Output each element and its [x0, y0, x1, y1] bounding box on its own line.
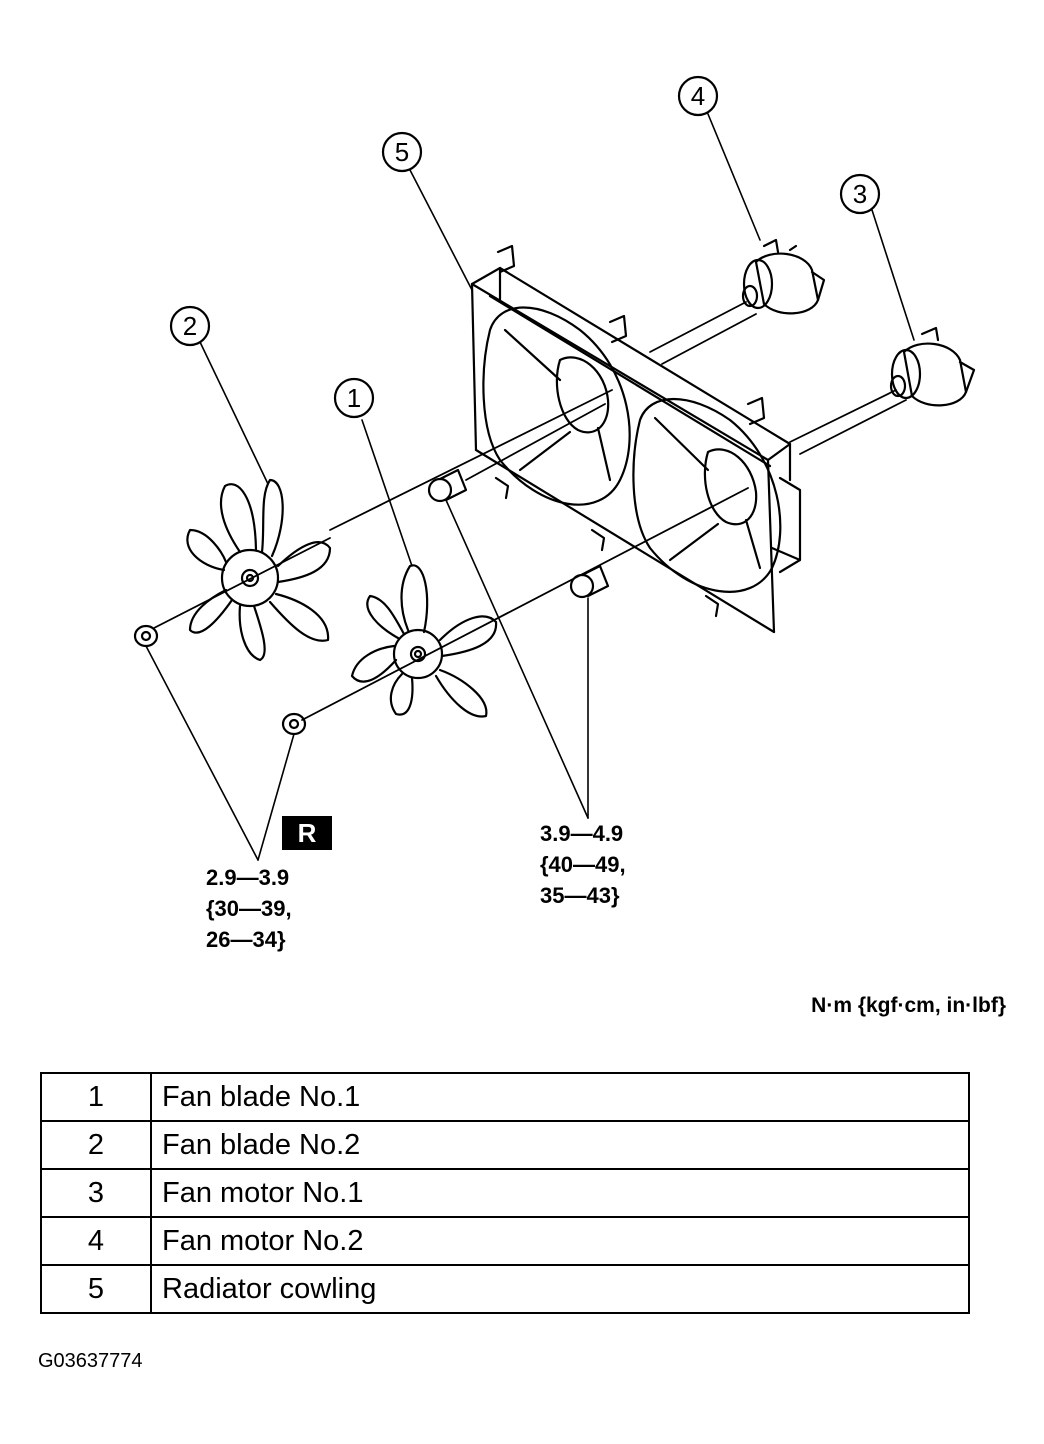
torque-units: N·m {kgf·cm, in·lbf}: [811, 994, 1006, 1017]
torque-bolt-inlbf: 35—43}: [540, 883, 620, 908]
fan-motor-no1: [889, 326, 976, 407]
torque-bolt-kgfcm: {40—49,: [540, 852, 626, 877]
table-row: 5 Radiator cowling: [40, 1264, 970, 1314]
part-name: Fan blade No.1: [150, 1072, 970, 1122]
callout-2-number: 2: [183, 311, 197, 341]
parts-table: 1 Fan blade No.1 2 Fan blade No.2 3 Fan …: [40, 1072, 970, 1314]
part-number: 1: [40, 1072, 152, 1122]
callout-4: 4: [677, 75, 719, 117]
part-name: Fan motor No.2: [150, 1216, 970, 1266]
torque-nut-inlbf: 26—34}: [206, 927, 286, 952]
table-row: 3 Fan motor No.1: [40, 1168, 970, 1218]
part-name: Fan motor No.1: [150, 1168, 970, 1218]
part-name: Fan blade No.2: [150, 1120, 970, 1170]
fan-blade-no1: [350, 564, 498, 718]
part-number: 3: [40, 1168, 152, 1218]
figure-id: G03637774: [38, 1350, 143, 1372]
callout-1-number: 1: [347, 383, 361, 413]
leader-lines: [145, 113, 915, 861]
torque-spec-nut: 2.9—3.9 {30—39, 26—34}: [206, 862, 292, 955]
torque-nut-kgfcm: {30—39,: [206, 896, 292, 921]
bolt-lower: [569, 564, 610, 599]
replace-part-badge: R: [282, 816, 332, 850]
callout-5-number: 5: [395, 137, 409, 167]
callout-1: 1: [333, 377, 375, 419]
torque-nut-nm: 2.9—3.9: [206, 865, 290, 890]
part-number: 4: [40, 1216, 152, 1266]
motor-axes: [153, 301, 907, 721]
part-name: Radiator cowling: [150, 1264, 970, 1314]
part-number: 2: [40, 1120, 152, 1170]
nut-fan-blade-no2: [133, 624, 159, 648]
callout-3: 3: [839, 173, 881, 215]
part-number: 5: [40, 1264, 152, 1314]
nut-fan-blade-no1: [281, 712, 307, 736]
callout-4-number: 4: [691, 81, 705, 111]
radiator-cowling: [470, 244, 802, 634]
fan-blade-no2: [186, 478, 332, 662]
table-row: 4 Fan motor No.2: [40, 1216, 970, 1266]
callout-5: 5: [381, 131, 423, 173]
callout-3-number: 3: [853, 179, 867, 209]
torque-bolt-nm: 3.9—4.9: [540, 821, 624, 846]
bolt-upper: [427, 468, 468, 503]
table-row: 1 Fan blade No.1: [40, 1072, 970, 1122]
fan-assembly-diagram: 1 2 3 4 5: [133, 75, 976, 861]
table-row: 2 Fan blade No.2: [40, 1120, 970, 1170]
callout-2: 2: [169, 305, 211, 347]
torque-spec-bolt: 3.9—4.9 {40—49, 35—43}: [540, 818, 626, 911]
fan-motor-no2: [741, 238, 826, 315]
